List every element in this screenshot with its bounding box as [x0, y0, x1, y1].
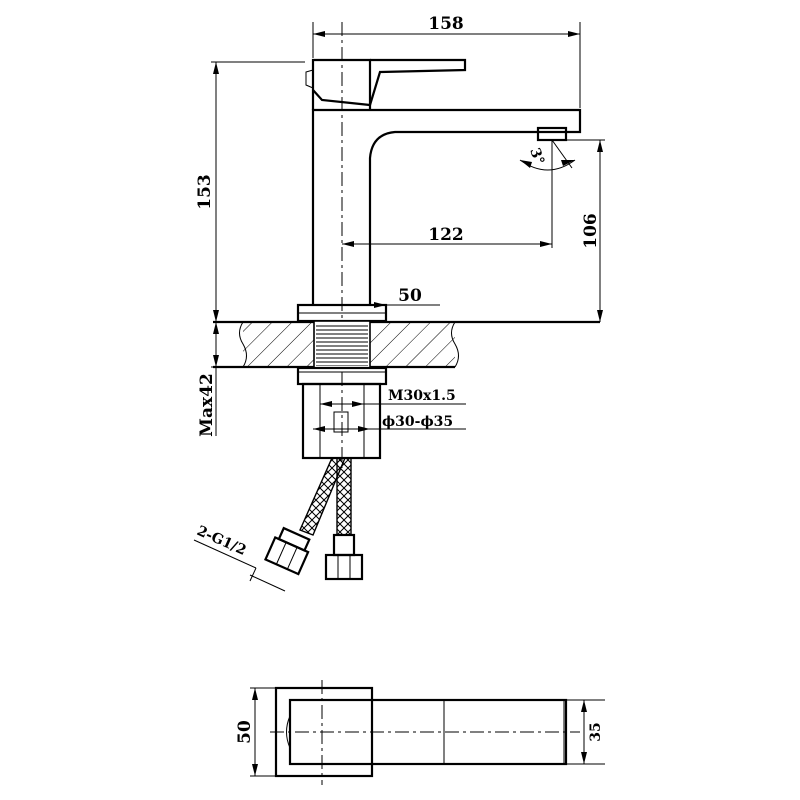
label-hole-diameter: ϕ30-ϕ35 — [382, 414, 453, 430]
label-spout-reach: 122 — [428, 225, 464, 245]
dim-overall-length: 158 — [312, 14, 581, 108]
label-max-deck: Max42 — [197, 373, 217, 437]
plan-view — [270, 680, 580, 785]
label-plan-spout-width: 35 — [588, 722, 604, 741]
faucet-elevation — [296, 58, 582, 323]
fixing-assembly — [296, 366, 388, 460]
aerator — [536, 126, 568, 142]
label-base-diameter: 50 — [398, 286, 422, 306]
label-thread: M30x1.5 — [388, 388, 456, 404]
dim-plan-spout-width: 35 — [566, 699, 605, 765]
flex-hoses — [264, 457, 364, 581]
mounting-bracket — [301, 382, 382, 460]
label-spout-height: 106 — [581, 213, 601, 249]
dim-hole-diameter: ϕ30-ϕ35 — [313, 414, 466, 432]
dim-plan-width: 50 — [235, 687, 276, 777]
label-hose-thread: 2-G1/2 — [194, 523, 248, 559]
dim-spout-height: 106 — [566, 139, 605, 322]
dim-base-diameter: 50 — [342, 286, 440, 308]
faucet-body — [311, 108, 582, 305]
label-overall-height: 153 — [195, 174, 215, 210]
dim-thread: M30x1.5 — [320, 388, 466, 407]
lever-handle — [312, 58, 467, 107]
label-plan-width: 50 — [235, 720, 255, 744]
dim-max-deck: Max42 — [197, 322, 243, 437]
dim-overall-height: 153 — [195, 61, 305, 322]
countertop-section — [213, 320, 600, 369]
dim-angle: 3° — [519, 139, 576, 171]
dim-hose-thread: 2-G1/2 — [193, 523, 286, 592]
label-angle: 3° — [526, 146, 547, 167]
label-overall-length: 158 — [428, 14, 464, 34]
dim-spout-reach: 122 — [342, 140, 553, 248]
